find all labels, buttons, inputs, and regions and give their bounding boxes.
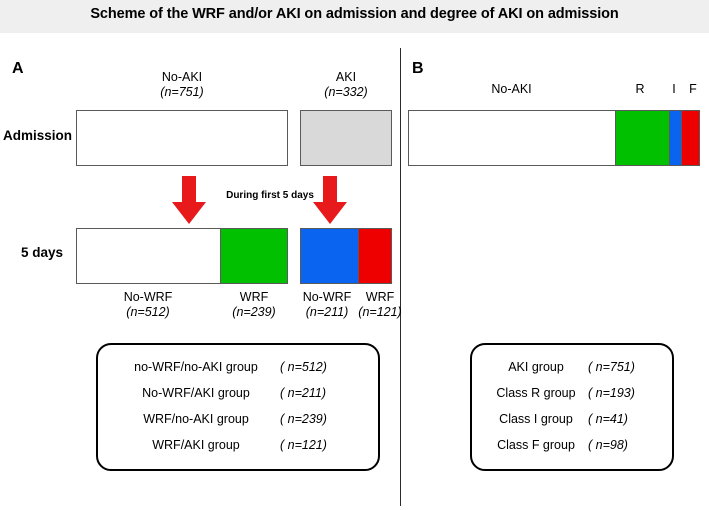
legend-item-label: AKI group — [508, 360, 564, 374]
legend-item-label: WRF/no-AKI group — [143, 412, 249, 426]
bar-admission-no-aki — [76, 110, 288, 166]
caption-five-days-no-wrf-no-aki-count: (n=512) — [126, 305, 170, 319]
legend-item-count: ( n=239) — [280, 412, 327, 426]
page-title: Scheme of the WRF and/or AKI on admissio… — [90, 6, 619, 22]
legend-item-count: ( n=193) — [588, 386, 635, 400]
legend-item-label: WRF/AKI group — [152, 438, 240, 452]
bar-panel-b-no-aki — [408, 110, 615, 166]
caption-five-days-wrf-aki: WRF (n=121) — [356, 290, 404, 320]
legend-item: No-WRF/AKI group ( n=211) — [112, 386, 368, 400]
legend-item-label: No-WRF/AKI group — [142, 386, 250, 400]
bar-five-days-wrf-no-aki — [220, 228, 288, 284]
caption-admission-no-aki-count: (n=751) — [160, 85, 204, 99]
caption-five-days-wrf-no-aki-count: (n=239) — [232, 305, 276, 319]
legend-panel-a: no-WRF/no-AKI group ( n=512) No-WRF/AKI … — [96, 343, 380, 471]
panel-a-label: A — [12, 60, 24, 77]
caption-admission-aki: AKI (n=332) — [300, 70, 392, 100]
caption-five-days-no-wrf-aki-count: (n=211) — [305, 305, 349, 319]
legend-item: Class I group ( n=41) — [484, 412, 664, 426]
legend-item: AKI group ( n=751) — [484, 360, 664, 374]
caption-panel-b-f: F — [689, 82, 697, 96]
legend-item-count: ( n=751) — [588, 360, 635, 374]
legend-item: Class F group ( n=98) — [484, 438, 664, 452]
panel-divider — [400, 48, 401, 506]
bar-panel-b-class-f — [681, 110, 700, 166]
legend-item: no-WRF/no-AKI group ( n=512) — [112, 360, 368, 374]
bar-five-days-no-wrf-no-aki — [76, 228, 220, 284]
legend-item: WRF/no-AKI group ( n=239) — [112, 412, 368, 426]
legend-item-label: Class R group — [496, 386, 576, 400]
legend-item-count: ( n=512) — [280, 360, 327, 374]
caption-admission-aki-count: (n=332) — [324, 85, 368, 99]
legend-item-count: ( n=41) — [588, 412, 628, 426]
caption-five-days-no-wrf-no-aki-name: No-WRF — [123, 290, 173, 304]
bar-panel-b-class-r — [615, 110, 669, 166]
bar-five-days-wrf-aki — [358, 228, 392, 284]
caption-panel-b-i: I — [672, 82, 676, 96]
caption-five-days-wrf-aki-name: WRF — [365, 290, 395, 304]
caption-five-days-no-wrf-no-aki: No-WRF (n=512) — [76, 290, 220, 320]
legend-item-label: no-WRF/no-AKI group — [134, 360, 258, 374]
title-bar — [0, 0, 709, 33]
caption-five-days-wrf-aki-count: (n=121) — [358, 305, 402, 319]
caption-admission-no-aki-name: No-AKI — [161, 70, 203, 84]
caption-five-days-no-wrf-aki: No-WRF (n=211) — [296, 290, 358, 320]
legend-item-count: ( n=121) — [280, 438, 327, 452]
caption-panel-b-r: R — [635, 82, 645, 96]
panel-b-label: B — [412, 60, 424, 77]
legend-item: Class R group ( n=193) — [484, 386, 664, 400]
bar-admission-aki — [300, 110, 392, 166]
legend-item-label: Class F group — [497, 438, 575, 452]
legend-item: WRF/AKI group ( n=121) — [112, 438, 368, 452]
legend-panel-b: AKI group ( n=751) Class R group ( n=193… — [470, 343, 674, 471]
transition-note: During first 5 days — [226, 190, 314, 201]
caption-admission-aki-name: AKI — [335, 70, 357, 84]
bar-five-days-no-wrf-aki — [300, 228, 358, 284]
legend-item-count: ( n=211) — [280, 386, 326, 400]
row-label-admission: Admission — [3, 128, 73, 143]
down-arrow-icon-left — [172, 176, 206, 224]
bar-panel-b-class-i — [669, 110, 681, 166]
caption-five-days-no-wrf-aki-name: No-WRF — [302, 290, 352, 304]
row-label-five-days: 5 days — [21, 245, 64, 260]
legend-item-label: Class I group — [499, 412, 573, 426]
caption-admission-no-aki: No-AKI (n=751) — [76, 70, 288, 100]
caption-panel-b-no-aki: No-AKI — [491, 82, 532, 96]
down-arrow-icon-right — [313, 176, 347, 224]
legend-item-count: ( n=98) — [588, 438, 628, 452]
caption-five-days-wrf-no-aki: WRF (n=239) — [220, 290, 288, 320]
caption-five-days-wrf-no-aki-name: WRF — [239, 290, 269, 304]
